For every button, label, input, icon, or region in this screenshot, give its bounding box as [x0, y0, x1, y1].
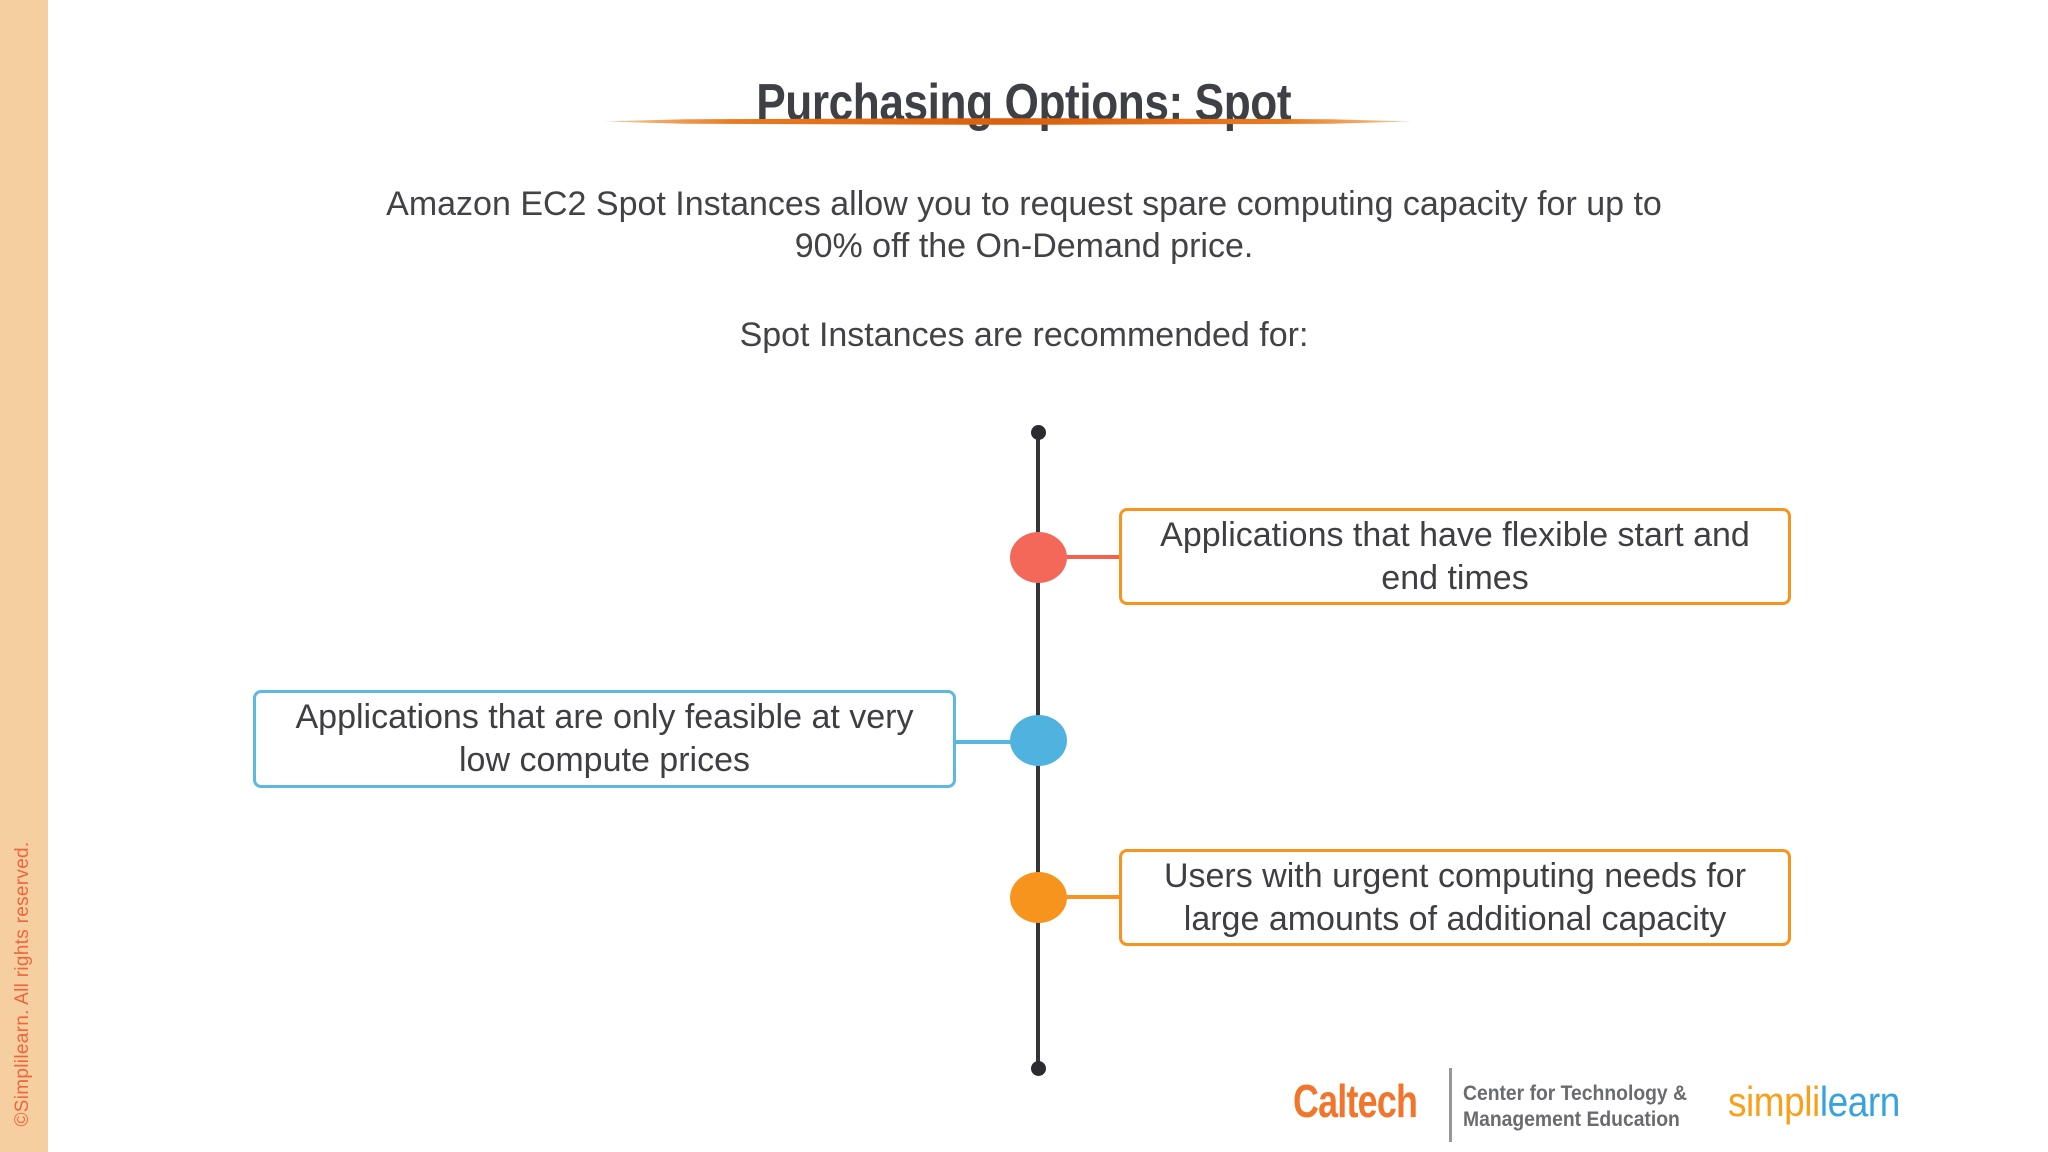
timeline-end-dot: [1031, 1061, 1046, 1076]
logo-divider-line: [1449, 1068, 1452, 1142]
intro-paragraph: Amazon EC2 Spot Instances allow you to r…: [0, 183, 2048, 267]
callout-box-2-label: Applications that are only feasible at v…: [295, 698, 914, 779]
caltech-center-text: Center for Technology & Management Educa…: [1463, 1081, 1687, 1133]
intro-line-1: Amazon EC2 Spot Instances allow you to r…: [386, 185, 1662, 223]
connector-item-1: [1058, 555, 1122, 559]
simplilearn-logo-i: i: [1812, 1078, 1820, 1125]
callout-box-3: Users with urgent computing needs for la…: [1119, 849, 1791, 946]
timeline-start-dot: [1031, 425, 1046, 440]
subtitle: Spot Instances are recommended for:: [739, 316, 1309, 354]
connector-item-2: [952, 740, 1014, 744]
connector-item-3: [1058, 895, 1122, 899]
callout-box-1-label: Applications that have flexible start an…: [1160, 515, 1750, 597]
simplilearn-logo-learn: learn: [1819, 1078, 1900, 1125]
intro-line-2: 90% off the On-Demand price.: [794, 227, 1254, 265]
caltech-center-text-line1: Center for Technology &: [1463, 1082, 1687, 1105]
timeline-node-2-circle: [1010, 715, 1067, 766]
callout-box-3-label: Users with urgent computing needs for la…: [1163, 856, 1747, 938]
caltech-logo: Caltech: [1293, 1075, 1418, 1127]
callout-box-2: Applications that are only feasible at v…: [253, 690, 956, 788]
left-edge-strip: [0, 0, 48, 1152]
timeline-node-3-circle: [1010, 872, 1067, 923]
simplilearn-logo-simpl: simpl: [1728, 1078, 1813, 1125]
simplilearn-logo: simplilearn: [1728, 1078, 1900, 1126]
caltech-center-text-line2: Management Education: [1463, 1108, 1680, 1131]
callout-box-1: Applications that have flexible start an…: [1119, 508, 1791, 605]
timeline-node-1-circle: [1010, 532, 1067, 583]
title-underline-rule: [604, 118, 1412, 125]
copyright-vertical-text: ©Simplilearn. All rights reserved.: [12, 841, 33, 1127]
